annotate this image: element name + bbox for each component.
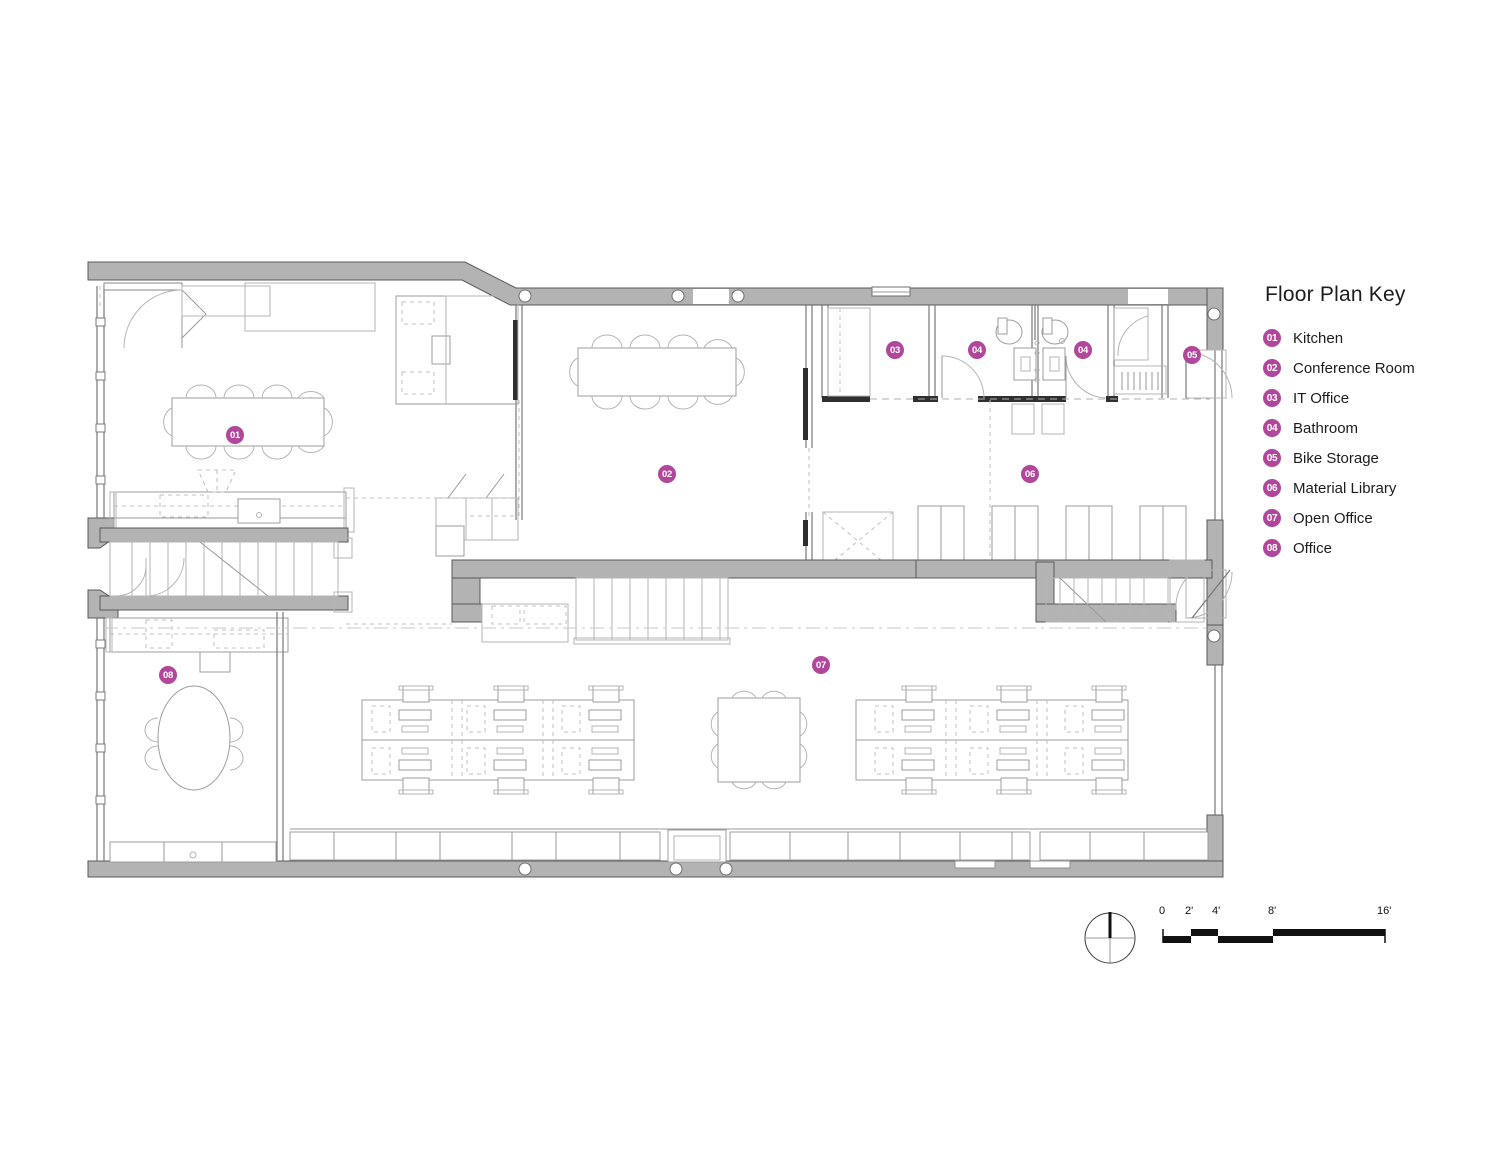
scale-bar-graphic xyxy=(1162,929,1386,943)
shelving-units xyxy=(917,505,1187,569)
legend-item-it-office: 03 IT Office xyxy=(1263,383,1483,413)
scale-tick: 0 xyxy=(1159,905,1166,917)
legend-number-icon: 07 xyxy=(1263,509,1281,527)
legend-item-label: Open Office xyxy=(1293,509,1373,527)
legend-item-label: Kitchen xyxy=(1293,329,1344,347)
office-oval-table xyxy=(144,685,244,791)
desk-cluster-right xyxy=(855,685,1129,795)
legend-title: Floor Plan Key xyxy=(1265,283,1406,306)
legend-item-label: Material Library xyxy=(1293,479,1397,497)
conference-table xyxy=(569,334,745,410)
room-marker-open-office: 07 xyxy=(812,656,830,674)
pantry-millwork xyxy=(435,473,569,643)
central-walls-and-stair xyxy=(104,473,1213,645)
rooms-north-east xyxy=(821,305,1233,435)
legend-item-label: Bathroom xyxy=(1293,419,1359,437)
room-material-library xyxy=(803,400,1187,571)
service-counter xyxy=(395,295,519,405)
door-kitchen-entry xyxy=(103,282,271,349)
kitchen-table xyxy=(163,384,333,460)
legend-number-icon: 01 xyxy=(1263,329,1281,347)
room-marker-bathroom-left: 04 xyxy=(968,341,986,359)
room-marker-kitchen: 01 xyxy=(226,426,244,444)
exterior-wall-bottom xyxy=(87,860,1224,878)
scale-tick: 16' xyxy=(1377,905,1392,917)
legend-number-icon: 08 xyxy=(1263,539,1281,557)
legend-number-icon: 02 xyxy=(1263,359,1281,377)
scale-bar: 0 2' 4' 8' 16' xyxy=(1155,905,1395,950)
legend-number-icon: 05 xyxy=(1263,449,1281,467)
scale-tick-labels: 0 2' 4' 8' 16' xyxy=(1155,905,1395,923)
legend-item-office: 08 Office xyxy=(1263,533,1483,563)
bottom-storage-cabinets xyxy=(289,828,1209,863)
stair-center xyxy=(573,577,731,645)
legend-item-label: Bike Storage xyxy=(1293,449,1379,467)
room-marker-it-office: 03 xyxy=(886,341,904,359)
stair-left xyxy=(99,527,353,613)
room-conference xyxy=(395,295,813,520)
scale-tick: 8' xyxy=(1268,905,1277,917)
bike-storage-interior xyxy=(1113,307,1167,395)
scale-tick: 2' xyxy=(1185,905,1194,917)
room-office-08 xyxy=(105,612,289,863)
top-wall-columns xyxy=(518,286,1168,304)
stair-right xyxy=(1045,559,1205,623)
legend-item-conference-room: 02 Conference Room xyxy=(1263,353,1483,383)
room-marker-bathroom-right: 04 xyxy=(1074,341,1092,359)
kitchen-counter xyxy=(109,469,355,533)
north-arrow-icon xyxy=(1084,912,1136,964)
floor-plan-key: Floor Plan Key 01 Kitchen 02 Conference … xyxy=(1263,283,1483,563)
legend-item-bike-storage: 05 Bike Storage xyxy=(1263,443,1483,473)
bathroom-right-fixtures xyxy=(1041,317,1107,435)
room-marker-conference-room: 02 xyxy=(658,465,676,483)
legend-item-bathroom: 04 Bathroom xyxy=(1263,413,1483,443)
legend-item-label: Conference Room xyxy=(1293,359,1415,377)
exterior-wall-left xyxy=(87,286,119,861)
door-entry-lower-right xyxy=(1185,569,1233,619)
open-office-meeting-table xyxy=(710,690,808,790)
scale-tick: 4' xyxy=(1212,905,1221,917)
legend-number-icon: 03 xyxy=(1263,389,1281,407)
legend-item-label: Office xyxy=(1293,539,1332,557)
legend-item-material-library: 06 Material Library xyxy=(1263,473,1483,503)
legend-item-open-office: 07 Open Office xyxy=(1263,503,1483,533)
room-kitchen xyxy=(103,282,376,533)
legend-item-label: IT Office xyxy=(1293,389,1350,407)
desk-cluster-left xyxy=(361,685,635,795)
legend-number-icon: 06 xyxy=(1263,479,1281,497)
room-marker-office: 08 xyxy=(159,666,177,684)
bathroom-left-fixtures xyxy=(941,317,1040,435)
legend-item-kitchen: 01 Kitchen xyxy=(1263,323,1483,353)
legend-number-icon: 04 xyxy=(1263,419,1281,437)
room-marker-bike-storage: 05 xyxy=(1183,346,1201,364)
room-marker-material-library: 06 xyxy=(1021,465,1039,483)
